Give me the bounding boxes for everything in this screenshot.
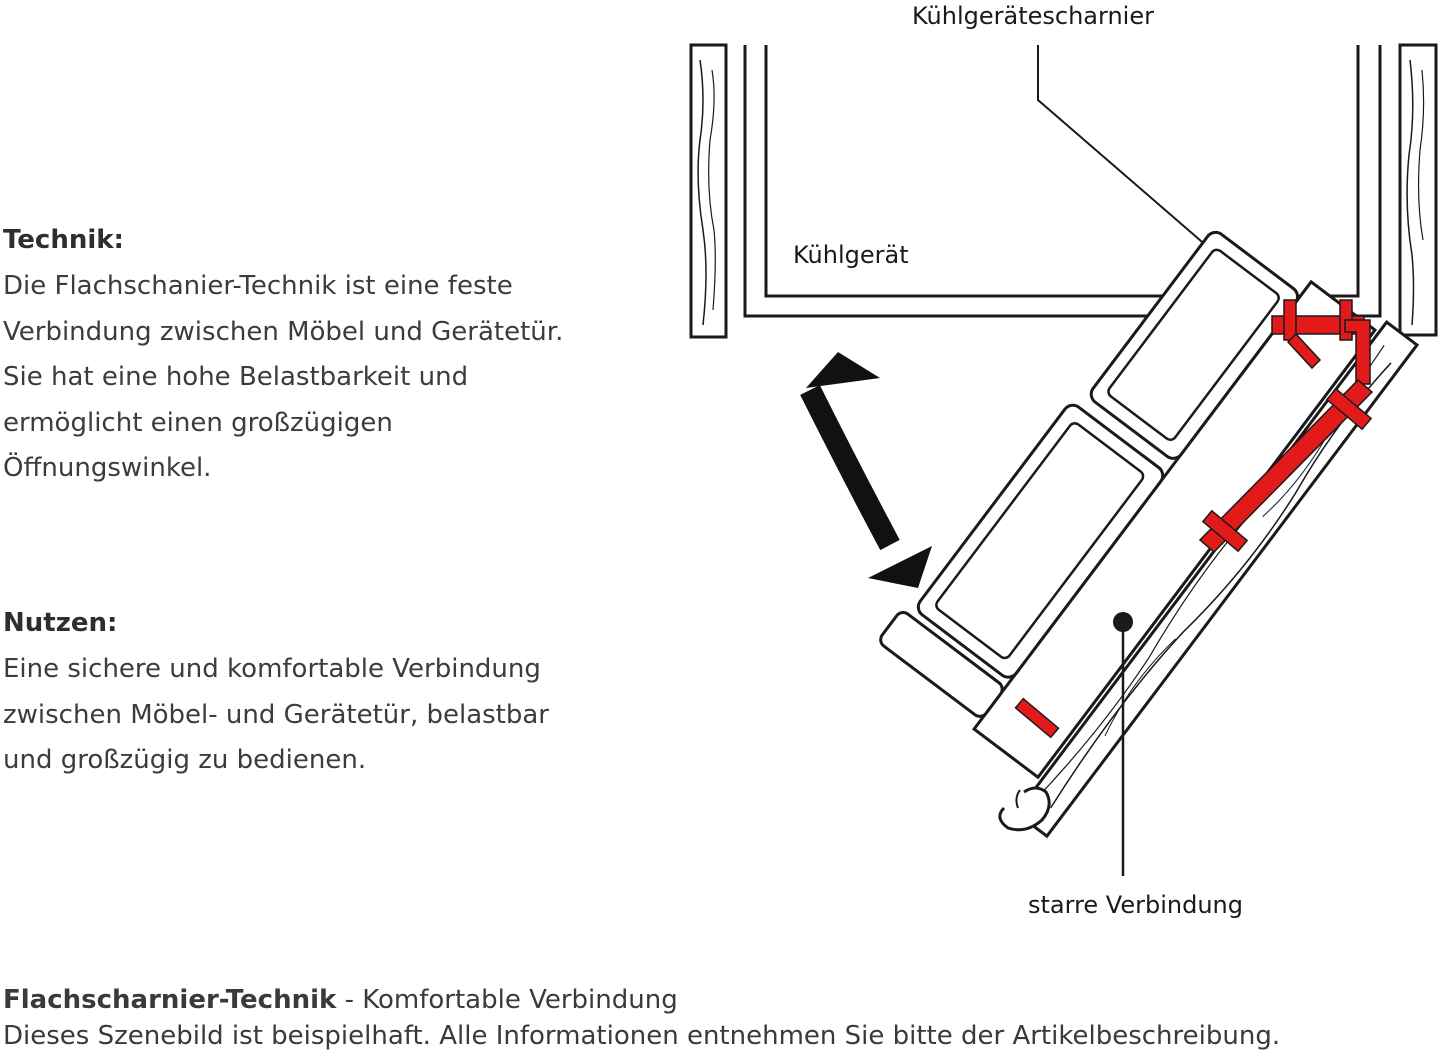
nutzen-line: und großzügig zu bedienen. [3, 745, 367, 775]
appliance-door [879, 230, 1378, 780]
opening-arrow-icon [800, 352, 932, 588]
technik-line: Verbindung zwischen Möbel und Gerätetür. [3, 316, 564, 347]
technik-heading: Technik: [3, 225, 124, 255]
nutzen-body: Eine sichere und komfortable Verbindung … [3, 647, 603, 784]
technik-line: ermöglicht einen großzügigen [3, 407, 393, 438]
footer-title-line: Flachscharnier-Technik - Komfortable Ver… [3, 982, 1443, 1018]
footer: Flachscharnier-Technik - Komfortable Ver… [3, 982, 1443, 1054]
appliance-body [743, 45, 1382, 318]
nutzen-heading: Nutzen: [3, 608, 118, 638]
footer-note: Dieses Szenebild ist beispielhaft. Alle … [3, 1021, 1281, 1051]
door-handle-icon [998, 786, 1051, 832]
furniture-door [1014, 320, 1420, 839]
footer-subtitle: Komfortable Verbindung [362, 985, 678, 1015]
label-rigid-connection: starre Verbindung [1028, 891, 1243, 919]
left-cabinet-panel [689, 43, 728, 339]
technik-body: Die Flachschanier-Technik ist eine feste… [3, 264, 603, 492]
footer-separator: - [336, 985, 363, 1015]
technik-line: Die Flachschanier-Technik ist eine feste [3, 271, 513, 301]
nutzen-section: Nutzen: Eine sichere und komfortable Ver… [3, 605, 603, 784]
technik-line: Öffnungswinkel. [3, 453, 212, 483]
refrigerator-hinge [1271, 299, 1371, 385]
nutzen-line: zwischen Möbel- und Gerätetür, belastbar [3, 699, 549, 730]
label-appliance: Kühlgerät [793, 241, 909, 269]
rigid-connection-marker [1113, 612, 1133, 876]
label-hinge: Kühlgerätescharnier [912, 2, 1154, 30]
nutzen-line: Eine sichere und komfortable Verbindung [3, 654, 541, 684]
technik-line: Sie hat eine hohe Belastbarkeit und [3, 362, 469, 392]
right-cabinet-panel [1398, 43, 1438, 337]
door-connection-bar [1014, 378, 1374, 739]
technik-section: Technik: Die Flachschanier-Technik ist e… [3, 222, 603, 492]
footer-title: Flachscharnier-Technik [3, 985, 337, 1015]
